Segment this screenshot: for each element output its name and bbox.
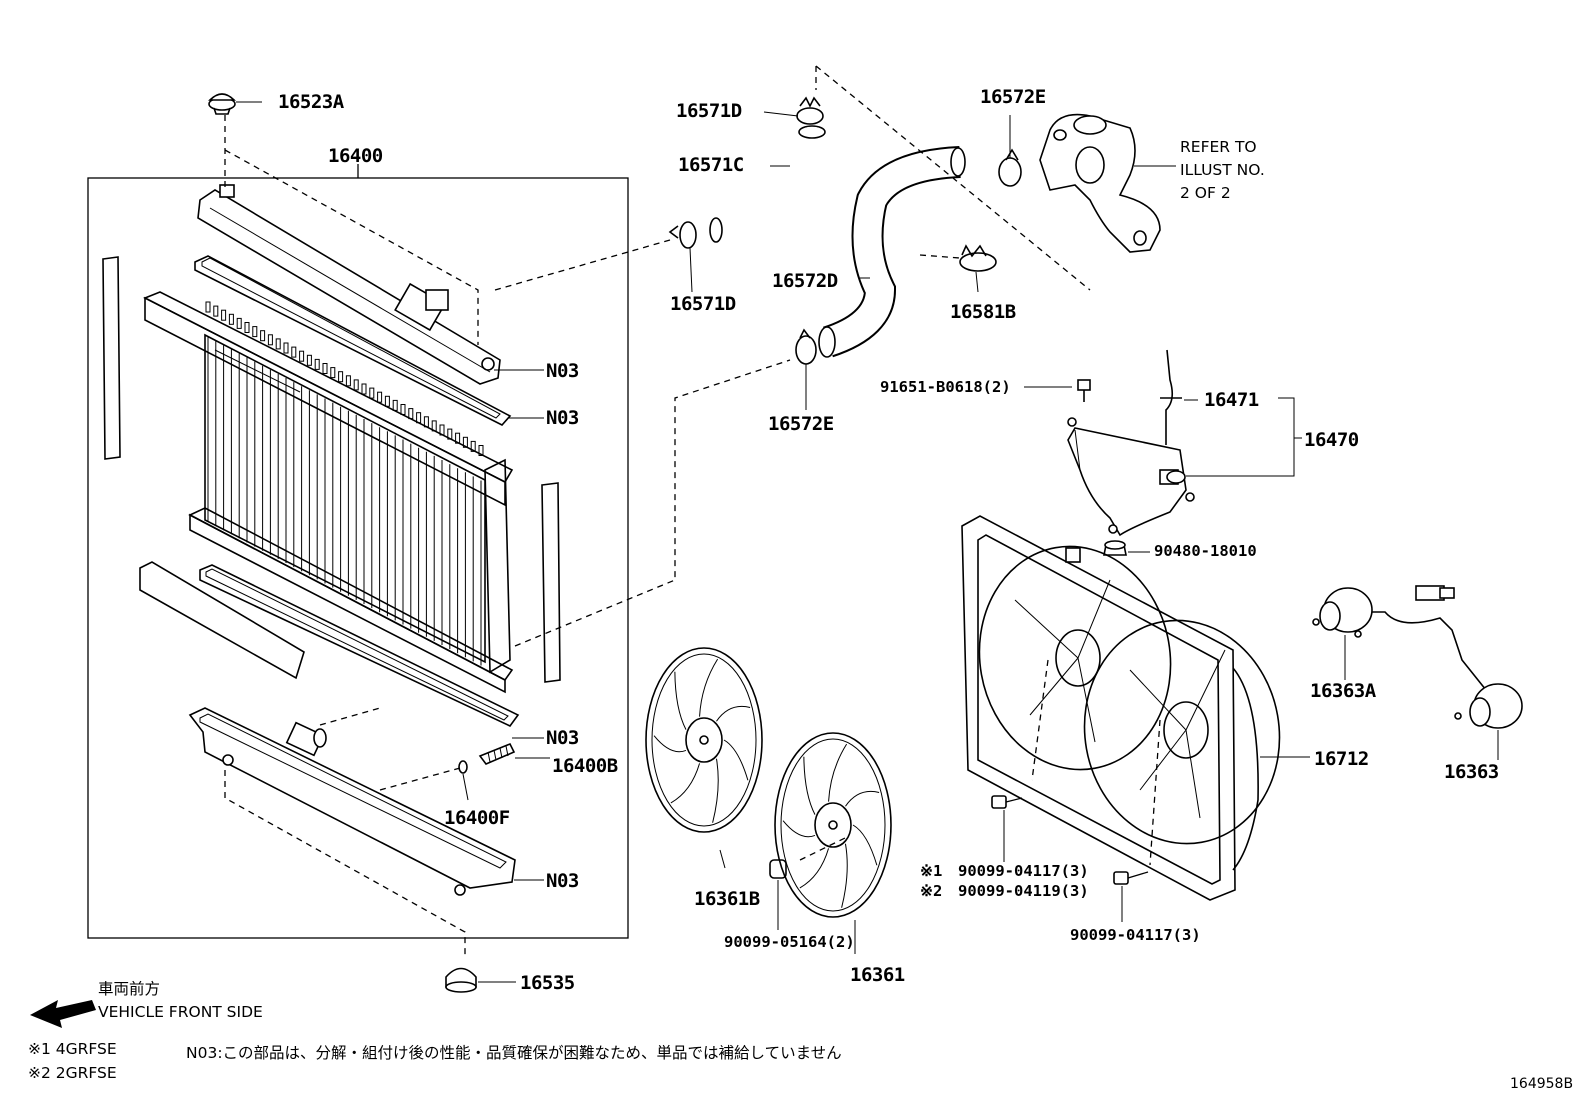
drain-cock-16400B (478, 742, 516, 765)
refer-line-2: ILLUST NO. (1180, 161, 1265, 179)
label-16712: 16712 (1314, 748, 1369, 770)
label-16400B: 16400B (552, 755, 618, 777)
label-16571D-bottom: 16571D (670, 293, 736, 315)
label-16581B: 16581B (950, 301, 1016, 323)
variant-note-1: ※1 4GRFSE (28, 1040, 117, 1058)
hose-clamp-16572E-top (998, 148, 1022, 187)
nut-90099-05164 (769, 859, 787, 879)
radiator-core (143, 291, 514, 694)
label-16470: 16470 (1304, 429, 1359, 451)
fan-motor-16363 (1454, 683, 1523, 729)
lower-gasket (199, 564, 520, 728)
water-hose-16572D (818, 146, 966, 358)
radiator-assembly-16400 (87, 164, 629, 939)
label-16523A: 16523A (278, 91, 345, 113)
radiator-cap-16523A (208, 93, 236, 115)
upper-hose-16571C (709, 125, 826, 243)
label-16400F: 16400F (444, 807, 510, 829)
side-seal-right (541, 482, 561, 683)
reservoir-tank-16470 (1067, 417, 1195, 537)
refer-line-3: 2 OF 2 (1180, 184, 1231, 202)
label-n03-a: N03 (546, 360, 579, 382)
label-n03-c: N03 (546, 727, 579, 749)
front-side-jp: 車両前方 (98, 980, 160, 998)
bolt-90099-04117-b (1113, 871, 1149, 885)
diagram-id: 164958B (1510, 1076, 1573, 1092)
fan-16361B (645, 647, 763, 833)
lower-cushion-16535 (445, 967, 477, 993)
reservoir-hose-16471 (1160, 349, 1182, 445)
cap-90480 (1103, 540, 1127, 556)
fan-16361 (774, 732, 892, 918)
side-seal-left (102, 256, 121, 460)
label-16572E-bottom: 16572E (768, 413, 834, 435)
label-16363: 16363 (1444, 761, 1499, 783)
label-16361: 16361 (850, 964, 905, 986)
label-n03-b: N03 (546, 407, 579, 429)
refer-line-1: REFER TO (1180, 138, 1257, 156)
hose-clamp-16571D-top (796, 96, 824, 125)
label-16363A: 16363A (1310, 680, 1377, 702)
label-16535: 16535 (520, 972, 575, 994)
hose-clamp-16572E-bottom (795, 328, 817, 365)
o-ring-16400F (458, 760, 468, 774)
label-16572D: 16572D (772, 270, 838, 292)
variant-note-2: ※2 2GRFSE (28, 1064, 117, 1082)
label-90099-05164: 90099-05164(2) (724, 933, 855, 951)
n03-note: N03:この部品は、分解・組付け後の性能・品質確保が困難なため、単品では補給して… (186, 1044, 842, 1062)
water-outlet-housing (1039, 113, 1161, 253)
fan-shroud-16712 (961, 515, 1281, 901)
mark-1-bolt: ※1 (920, 862, 942, 880)
label-16400: 16400 (328, 145, 383, 167)
hose-clamp-16571D-bottom (668, 221, 697, 249)
label-90099-04117-b: 90099-04117(3) (1070, 926, 1201, 944)
leader-lines (236, 101, 1499, 983)
front-side-en: VEHICLE FRONT SIDE (98, 1003, 263, 1021)
mark-2-bolt: ※2 (920, 882, 942, 900)
label-16471: 16471 (1204, 389, 1259, 411)
label-90480: 90480-18010 (1154, 542, 1257, 560)
upper-tank (197, 184, 501, 385)
label-90099-04119: 90099-04119(3) (958, 882, 1089, 900)
label-16571D-top: 16571D (676, 100, 742, 122)
label-16361B: 16361B (694, 888, 760, 910)
bolt-90099-04117-a (991, 795, 1023, 809)
bolt-91651 (1077, 379, 1091, 402)
label-16571C: 16571C (678, 154, 744, 176)
hose-clamp-16581B (959, 244, 997, 272)
front-arrow-icon (30, 1000, 96, 1028)
lower-tank (188, 707, 516, 896)
label-91651: 91651-B0618(2) (880, 378, 1011, 396)
fan-motor-16363A (1312, 585, 1491, 696)
label-16572E-top: 16572E (980, 86, 1046, 108)
label-90099-04117-a: 90099-04117(3) (958, 862, 1089, 880)
lower-seal-left (139, 561, 305, 680)
upper-gasket (194, 255, 512, 426)
label-n03-d: N03 (546, 870, 579, 892)
